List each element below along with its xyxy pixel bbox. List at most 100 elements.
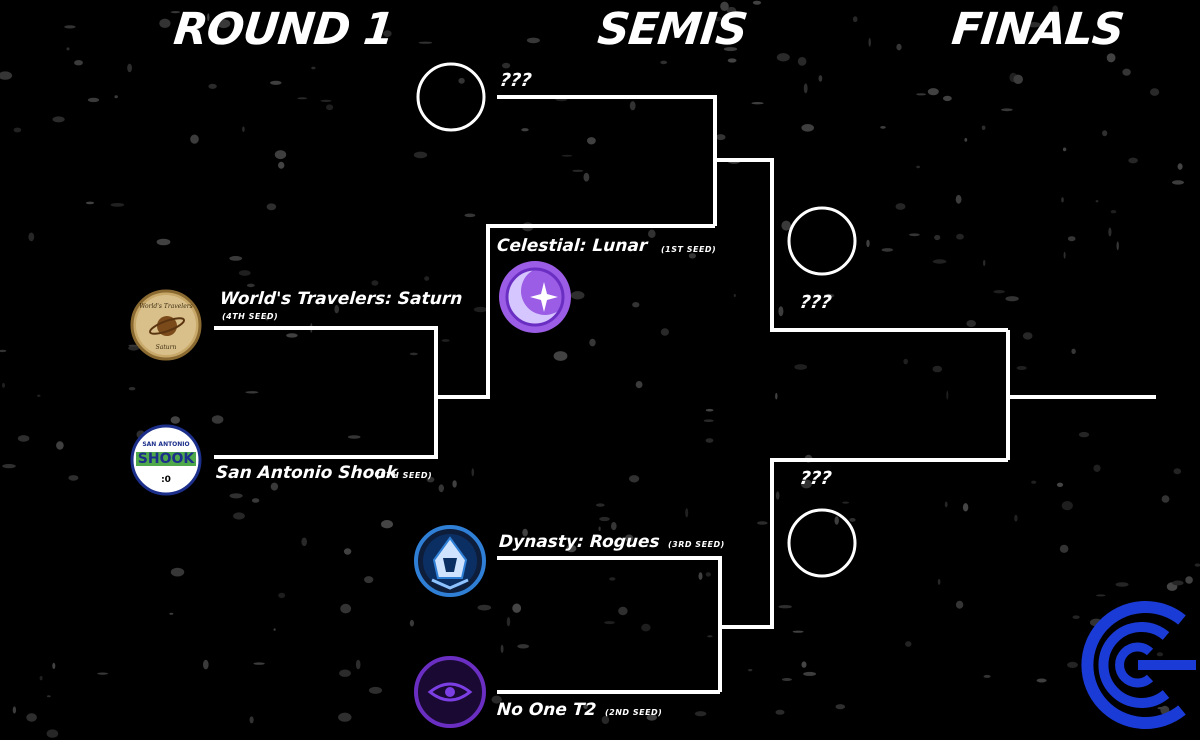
- speckle: [775, 709, 785, 715]
- speckle: [927, 88, 939, 96]
- speckle: [778, 605, 792, 609]
- semis-heading: SEMIS: [595, 4, 750, 55]
- speckle: [1036, 678, 1047, 683]
- speckle: [438, 484, 444, 493]
- finals-heading: FINALS: [949, 4, 1126, 55]
- speckle: [28, 232, 35, 242]
- team-shook-seed: (5TH SEED): [376, 471, 433, 480]
- speckle: [512, 603, 522, 613]
- speckle: [270, 80, 282, 85]
- speckle: [464, 213, 476, 218]
- speckle: [781, 678, 793, 681]
- speckle: [39, 676, 43, 681]
- speckle: [264, 315, 270, 321]
- speckle: [618, 606, 628, 616]
- speckle: [37, 394, 41, 397]
- speckle: [301, 537, 308, 547]
- speckle: [211, 415, 224, 424]
- moon-star-logo: [499, 261, 571, 333]
- speckle: [909, 233, 920, 237]
- speckle: [1001, 108, 1013, 112]
- speckle: [553, 351, 568, 361]
- round1-heading: ROUND 1: [171, 4, 396, 55]
- team-lunar-name: Celestial: Lunar: [496, 236, 649, 256]
- team-noone-seed: (2ND SEED): [605, 708, 663, 717]
- speckle: [242, 126, 245, 132]
- speckle: [751, 102, 764, 105]
- speckle: [775, 491, 780, 500]
- semis-bottom-to-final-line: [720, 458, 1008, 629]
- speckle: [338, 712, 352, 722]
- speckle: [866, 239, 870, 248]
- speckle: [339, 669, 351, 677]
- speckle: [128, 387, 136, 391]
- speckle: [688, 253, 697, 259]
- speckle: [733, 294, 736, 297]
- speckle: [1078, 431, 1090, 438]
- speckle: [705, 438, 714, 443]
- speckle: [1027, 22, 1041, 28]
- speckle: [794, 364, 808, 370]
- speckle: [266, 203, 277, 211]
- speckle: [208, 83, 217, 89]
- speckle: [646, 714, 657, 721]
- speckle: [85, 201, 95, 205]
- speckle: [1116, 241, 1119, 251]
- speckle: [500, 644, 504, 654]
- speckle: [714, 16, 722, 22]
- speckle: [343, 548, 352, 555]
- speckle: [698, 572, 703, 580]
- speckle: [757, 521, 768, 525]
- speckle: [12, 706, 17, 714]
- speckle: [517, 644, 530, 649]
- speckle: [966, 320, 976, 327]
- speckle: [1106, 53, 1116, 63]
- speckle: [56, 441, 64, 450]
- speckle: [471, 468, 475, 477]
- speckle: [962, 503, 969, 512]
- team-rogues-seed: (3RD SEED): [668, 540, 725, 549]
- speckle: [1072, 615, 1080, 619]
- speckle: [251, 498, 260, 503]
- speckle: [835, 704, 846, 710]
- speckle: [775, 392, 778, 400]
- speckle: [956, 233, 964, 240]
- speckle: [629, 475, 640, 483]
- speckle: [473, 306, 488, 313]
- speckle: [249, 716, 254, 724]
- speckle: [110, 203, 125, 207]
- speckle: [1016, 366, 1027, 370]
- speckle: [114, 95, 118, 99]
- semis-slot1-name: ???: [498, 70, 533, 91]
- speckle: [703, 419, 714, 423]
- speckle: [1013, 74, 1023, 85]
- saturn-logo-text-bottom: Saturn: [156, 344, 177, 351]
- speckle: [707, 635, 713, 638]
- speckle: [1052, 5, 1059, 13]
- speckle: [635, 381, 643, 389]
- speckle: [868, 37, 871, 47]
- speckle: [245, 391, 259, 394]
- speckle: [1005, 296, 1019, 302]
- finals-bottom-placeholder: [787, 508, 857, 578]
- speckle: [781, 220, 791, 231]
- speckle: [17, 435, 30, 442]
- speckle: [0, 349, 7, 353]
- speckle: [46, 695, 51, 698]
- speckle: [128, 344, 138, 347]
- speckle: [502, 62, 511, 69]
- speckle: [596, 503, 605, 507]
- speckle: [776, 53, 790, 62]
- r1-top-line: [214, 326, 438, 397]
- finals-top-name: ???: [798, 292, 833, 313]
- speckle: [937, 578, 941, 585]
- bracket-connectors: [214, 95, 1156, 694]
- speckle: [1022, 332, 1033, 340]
- speckle: [170, 567, 185, 577]
- speckle: [364, 576, 374, 584]
- speckle: [1059, 544, 1069, 553]
- speckle: [1031, 480, 1037, 484]
- speckle: [895, 203, 906, 210]
